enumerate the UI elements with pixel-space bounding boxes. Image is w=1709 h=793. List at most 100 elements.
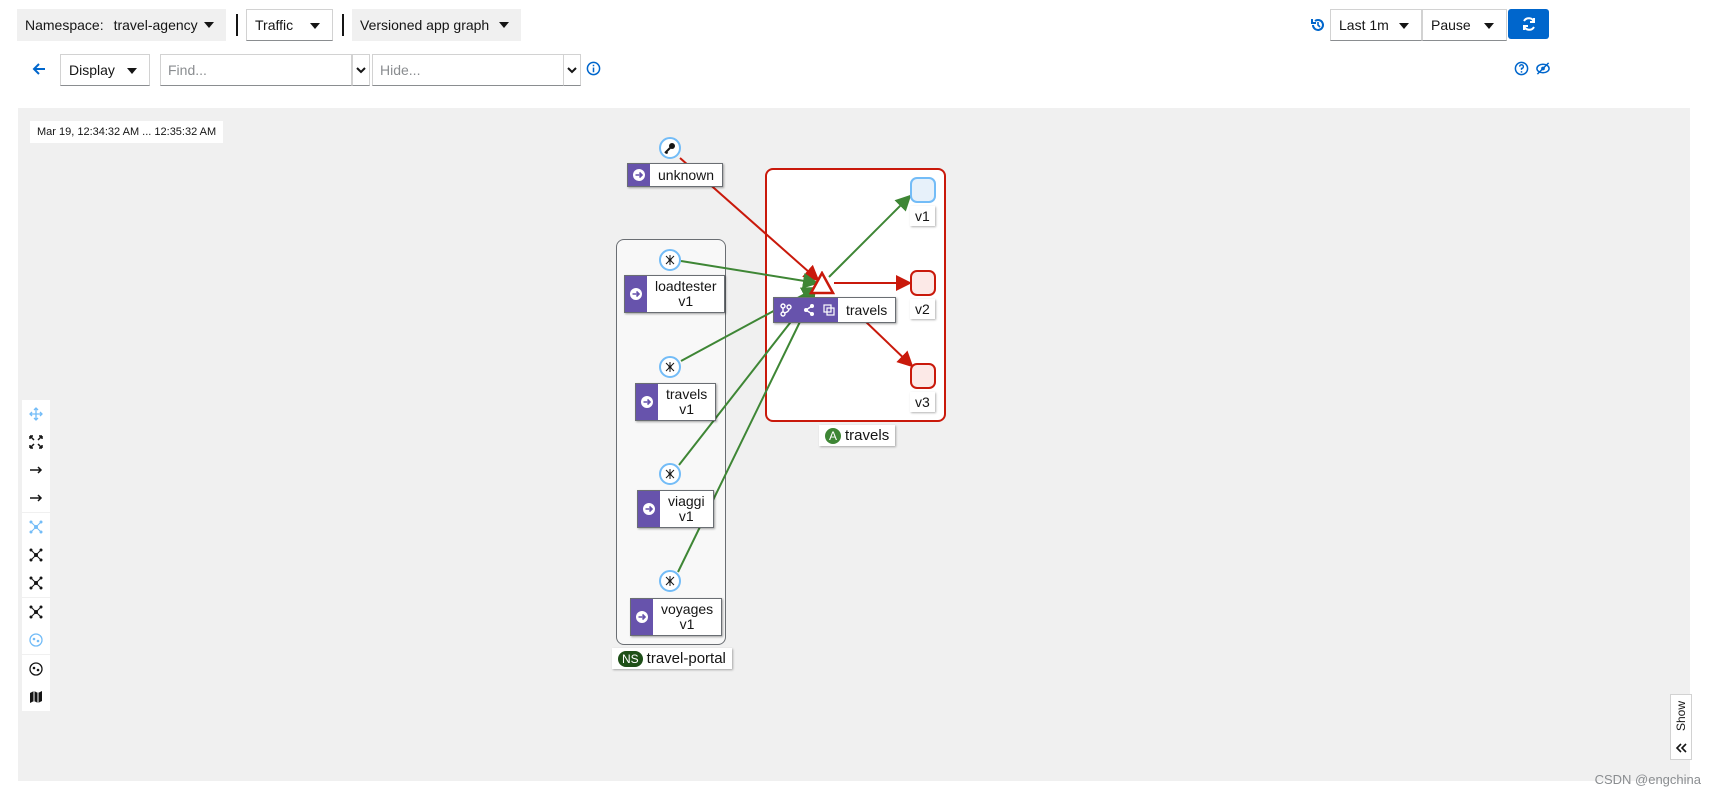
viaggi-name: viaggi (668, 493, 705, 509)
graph-type-label: Versioned app graph (360, 17, 490, 33)
workload-arrow-icon (636, 384, 658, 420)
back-arrow-icon[interactable] (31, 61, 47, 77)
travels-service-label[interactable]: travels (773, 297, 897, 323)
key-icon (664, 143, 675, 154)
namespace-dropdown[interactable]: Namespace: travel-agency (17, 9, 226, 41)
workload-arrow-icon (638, 491, 660, 527)
zoom-to-fit-button[interactable] (22, 400, 50, 428)
graph-timestamp: Mar 19, 12:34:32 AM ... 12:35:32 AM (30, 121, 224, 143)
arrow-right-icon (30, 466, 43, 474)
loadtester-version: v1 (678, 293, 694, 309)
topology-icon (29, 576, 43, 590)
virtual-service-icons (774, 298, 820, 322)
hide-healthy-icon[interactable] (1535, 61, 1551, 76)
find-history-button[interactable] (352, 54, 370, 86)
topology-icon (29, 548, 43, 562)
app-badge: A (825, 427, 842, 444)
mini-map-button[interactable] (22, 683, 50, 711)
workload-icon (665, 255, 675, 265)
watermark: CSDN @engchina (1594, 772, 1701, 787)
unknown-node[interactable] (659, 137, 681, 159)
namespace-layout-alt-button[interactable] (22, 655, 50, 683)
chevron-down-icon (499, 22, 509, 28)
double-chevron-left-icon (1675, 743, 1687, 753)
duration-label: Last 1m (1339, 17, 1389, 33)
layout-4-button[interactable] (22, 569, 50, 597)
namespace-layout-button[interactable] (22, 626, 50, 654)
refresh-interval-label: Pause (1431, 17, 1471, 33)
help-icon[interactable] (1514, 61, 1529, 76)
loadtester-name: loadtester (655, 278, 717, 294)
map-icon (30, 691, 42, 703)
graph-type-dropdown[interactable]: Versioned app graph (352, 9, 521, 41)
viaggi-node[interactable] (659, 463, 681, 485)
refresh-interval-dropdown[interactable]: Pause (1422, 9, 1507, 41)
move-icon (29, 407, 43, 421)
traffic-shift-icon (820, 298, 838, 322)
show-label: Show (1674, 701, 1688, 732)
refresh-icon (1522, 17, 1535, 31)
v2-node[interactable] (910, 270, 936, 296)
layout-2-button[interactable] (22, 513, 50, 541)
voyages-node[interactable] (659, 570, 681, 592)
app-box-name: travels (845, 427, 890, 444)
chevron-down-icon (204, 22, 214, 28)
travels-source-version: v1 (679, 401, 695, 417)
hide-history-button[interactable] (563, 54, 581, 86)
hide-placeholder: Hide... (380, 62, 421, 78)
unknown-node-label[interactable]: unknown (627, 163, 724, 187)
viaggi-version: v1 (678, 508, 694, 524)
traffic-label: Traffic (255, 17, 294, 33)
chevron-down-icon (1399, 23, 1409, 29)
namespace-badge: NS (618, 650, 643, 667)
v1-label: v1 (910, 206, 935, 226)
duration-dropdown[interactable]: Last 1m (1330, 9, 1422, 41)
chevron-down-icon (127, 68, 137, 74)
unknown-name: unknown (658, 166, 715, 183)
workload-arrow-icon (631, 599, 653, 635)
share-icon (803, 304, 814, 316)
expand-icon (29, 435, 43, 449)
history-icon[interactable] (1310, 17, 1326, 33)
service-triangle-icon[interactable] (809, 271, 835, 295)
display-label: Display (69, 62, 115, 78)
v3-label: v3 (910, 392, 935, 412)
hide-input[interactable]: Hide... (372, 54, 564, 86)
find-input[interactable]: Find... (160, 54, 352, 86)
display-dropdown[interactable]: Display (60, 54, 150, 86)
workload-arrow-icon (625, 276, 647, 312)
expand-button[interactable] (22, 428, 50, 456)
namespace-layout-icon (29, 633, 43, 647)
traffic-dropdown[interactable]: Traffic (246, 9, 333, 41)
chevron-down-icon (356, 66, 366, 73)
workload-icon (665, 576, 675, 586)
layout-5-button[interactable] (22, 598, 50, 626)
refresh-button[interactable] (1508, 9, 1549, 39)
workload-arrow-icon (628, 164, 650, 186)
info-icon[interactable] (586, 61, 601, 76)
branch-icon (779, 303, 792, 317)
layout-1-button[interactable] (22, 484, 50, 512)
workload-icon (665, 469, 675, 479)
voyages-name: voyages (661, 601, 714, 617)
travels-source-node[interactable] (659, 356, 681, 378)
find-placeholder: Find... (168, 62, 207, 78)
travels-source-name: travels (666, 386, 708, 402)
namespace-value: travel-agency (113, 17, 198, 33)
loadtester-node[interactable] (659, 249, 681, 271)
chevron-down-icon (567, 66, 577, 73)
show-legend-tab[interactable]: Show (1670, 694, 1692, 760)
topology-icon (29, 605, 43, 619)
v3-node[interactable] (910, 363, 936, 389)
divider (236, 14, 238, 36)
workload-icon (665, 362, 675, 372)
layout-3-button[interactable] (22, 541, 50, 569)
arrow-right-icon (30, 494, 43, 502)
namespace-label: Namespace: (25, 17, 104, 33)
layout-default-button[interactable] (22, 456, 50, 484)
v1-node[interactable] (910, 177, 936, 203)
